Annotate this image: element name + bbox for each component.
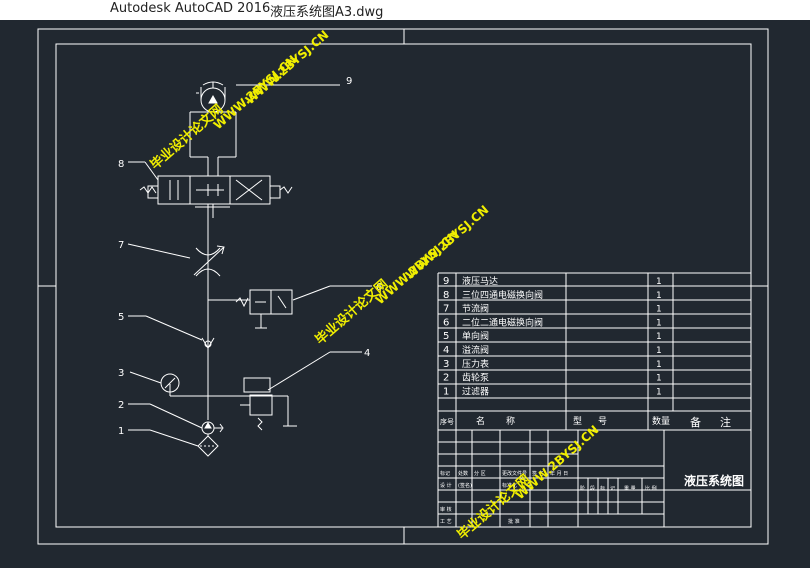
title-block-approve: 批 准 bbox=[508, 518, 520, 525]
parts-list-table: 9 液压马达 1 8 三位四通电磁换向阀 1 7 节流阀 1 6 二位二通电磁换向阀 1 5 单向阀 1 4 溢… bbox=[437, 272, 751, 527]
stage-4: 记 bbox=[610, 485, 615, 492]
watermark-url: WWW.2BYSJ.CN bbox=[243, 28, 332, 108]
stage-scale: 比 例 bbox=[645, 485, 657, 492]
drawing-title: 液压系统图 bbox=[684, 473, 744, 488]
parts-row-name: 液压马达 bbox=[462, 275, 498, 287]
title-block-sign: 签 名 bbox=[532, 470, 544, 477]
callout-labels: 9 8 7 6 5 4 3 2 1 bbox=[118, 76, 382, 437]
header-qty: 数量 bbox=[652, 415, 670, 427]
watermark-url: WWW.2BYSJ.CN bbox=[403, 203, 492, 283]
parts-row-name: 节流阀 bbox=[462, 303, 489, 315]
parts-row-qty: 1 bbox=[656, 291, 662, 301]
header-no: 序号 bbox=[440, 417, 454, 426]
parts-row-qty: 1 bbox=[656, 305, 662, 315]
callout-7: 7 bbox=[118, 240, 124, 251]
parts-row-qty: 1 bbox=[656, 332, 662, 342]
parts-row-no: 4 bbox=[443, 345, 449, 356]
parts-row-name: 过滤器 bbox=[462, 385, 489, 397]
hydraulic-schematic bbox=[127, 81, 372, 457]
title-block-marker: 标记 bbox=[440, 470, 450, 477]
parts-row-no: 1 bbox=[443, 386, 449, 397]
header-name-a: 名 bbox=[476, 415, 485, 427]
filter-symbol bbox=[197, 435, 219, 457]
parts-row-name: 二位二通电磁换向阀 bbox=[462, 316, 543, 328]
title-block-standard: 标准化 bbox=[502, 482, 517, 489]
parts-row-no: 2 bbox=[443, 373, 449, 384]
title-block: 标记 处数 分 区 更改文件号 签 名 年 月 日 设 计 (签名) 标准化 阶… bbox=[438, 429, 751, 527]
parts-row-name: 三位四通电磁换向阀 bbox=[462, 289, 543, 301]
app-title: Autodesk AutoCAD 2016 bbox=[110, 1, 271, 16]
parts-row-no: 3 bbox=[443, 359, 449, 370]
file-name: 液压系统图A3.dwg bbox=[270, 5, 384, 20]
header-model-b: 号 bbox=[598, 416, 607, 427]
callout-9: 9 bbox=[346, 76, 352, 87]
parts-row-no: 9 bbox=[443, 276, 449, 287]
callout-6: 6 bbox=[376, 282, 382, 293]
watermark-cn: 毕业设计论文网 bbox=[454, 471, 533, 543]
title-block-zone: 分 区 bbox=[474, 470, 486, 477]
title-block-design-sign: (签名) bbox=[458, 482, 472, 489]
title-block-check: 审 核 bbox=[440, 506, 452, 513]
callout-5: 5 bbox=[118, 312, 124, 323]
callout-1: 1 bbox=[118, 426, 124, 437]
callout-4: 4 bbox=[364, 348, 370, 359]
title-block-date: 年 月 日 bbox=[550, 470, 568, 477]
callout-8: 8 bbox=[118, 159, 124, 170]
title-block-change: 更改文件号 bbox=[502, 470, 527, 477]
stage-2: 段 bbox=[590, 485, 595, 492]
parts-row-qty: 1 bbox=[656, 360, 662, 370]
parts-row-qty: 1 bbox=[656, 346, 662, 356]
parts-row-no: 5 bbox=[443, 331, 449, 342]
parts-row-name: 溢流阀 bbox=[462, 344, 489, 356]
watermark-cn: 毕业设计论文网 bbox=[312, 276, 391, 348]
header-model-a: 型 bbox=[573, 416, 582, 427]
stage-3: 标 bbox=[600, 485, 605, 492]
check-valve-symbol bbox=[204, 340, 212, 348]
parts-row-qty: 1 bbox=[656, 277, 662, 287]
parts-row-name: 单向阀 bbox=[462, 330, 489, 342]
window-title-bar: Autodesk AutoCAD 2016 液压系统图A3.dwg bbox=[0, 0, 810, 20]
title-block-process: 工 艺 bbox=[440, 519, 452, 525]
parts-row-no: 8 bbox=[443, 290, 449, 301]
title-block-design: 设 计 bbox=[440, 482, 452, 489]
callout-2: 2 bbox=[118, 400, 124, 411]
header-name-b: 称 bbox=[506, 415, 515, 427]
drawing-canvas[interactable]: 9 8 7 6 5 4 3 2 1 9 液压马达 1 8 三位四通电磁换向阀 1 7 节流阀 1… bbox=[0, 20, 810, 568]
relief-valve-symbol bbox=[243, 377, 271, 393]
title-block-count: 处数 bbox=[458, 470, 468, 477]
parts-row-qty: 1 bbox=[656, 387, 662, 397]
header-remark-b: 注 bbox=[720, 415, 731, 429]
parts-row-name: 齿轮泵 bbox=[462, 372, 489, 384]
parts-row-qty: 1 bbox=[656, 318, 662, 328]
parts-row-qty: 1 bbox=[656, 374, 662, 384]
stage-1: 阶 bbox=[580, 485, 585, 492]
parts-row-name: 压力表 bbox=[462, 358, 489, 370]
header-remark-a: 备 bbox=[690, 415, 701, 429]
callout-3: 3 bbox=[118, 368, 124, 379]
stage-weight: 重 量 bbox=[624, 485, 636, 492]
parts-row-no: 7 bbox=[443, 304, 449, 315]
parts-row-no: 6 bbox=[443, 317, 449, 328]
watermark-cn: 毕业设计论文网 bbox=[147, 101, 226, 173]
